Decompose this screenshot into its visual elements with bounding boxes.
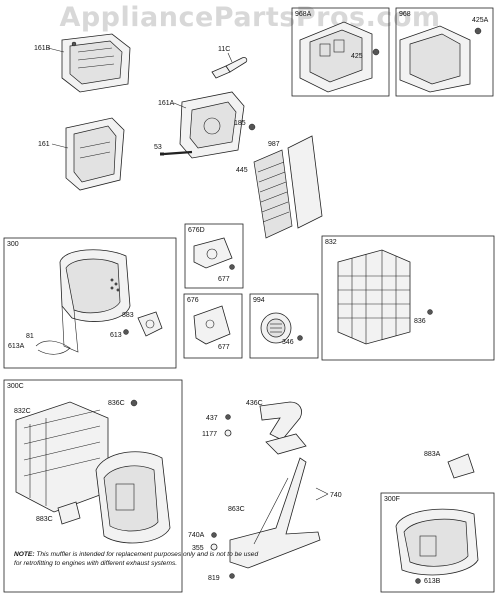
box-300F (380, 492, 495, 593)
part-436C-gasket (265, 433, 307, 455)
label-161A: 161A (158, 100, 175, 107)
part-676D-drawing (193, 237, 233, 269)
box-300C (3, 379, 183, 593)
part-883C-gasket (57, 501, 81, 525)
part-968-drawing (399, 25, 471, 93)
part-436C-drawing (259, 401, 302, 441)
label-883A: 883A (424, 451, 441, 458)
part-863C-drawing (229, 457, 321, 569)
label-740A: 740A (188, 532, 205, 539)
box-label-300F: 300F (384, 496, 400, 503)
part-987-drawing (287, 135, 323, 229)
screw-425 (372, 48, 380, 56)
label-425A: 425A (472, 17, 489, 24)
part-968A-drawing (299, 21, 373, 93)
label-185: 185 (234, 120, 246, 127)
label-81: 81 (26, 333, 34, 340)
part-883A-drawing (447, 453, 475, 479)
label-161B: 161B (34, 45, 51, 52)
box-968A (291, 7, 390, 97)
box-994 (249, 293, 319, 359)
label-161: 161 (38, 141, 50, 148)
label-836: 836 (414, 318, 426, 325)
part-300-drawing (59, 249, 131, 353)
label-832C: 832C (14, 408, 31, 415)
label-819: 819 (208, 575, 220, 582)
box-676D (184, 223, 244, 289)
label-613A: 613A (8, 343, 25, 350)
label-740: 740 (330, 492, 342, 499)
box-label-968A: 968A (295, 11, 312, 18)
label-613B: 613B (424, 578, 441, 585)
part-613A-drawing (35, 340, 71, 355)
box-label-676D: 676D (188, 227, 205, 234)
note-lead: NOTE: (14, 551, 35, 558)
part-676-drawing (193, 305, 231, 345)
part-161B-drawing (61, 33, 131, 93)
label-445: 445 (236, 167, 248, 174)
part-161A-drawing (179, 91, 245, 159)
box-300 (3, 237, 177, 369)
screw-185 (248, 123, 256, 131)
screw-425A (474, 27, 482, 35)
label-836C: 836C (108, 400, 125, 407)
part-445-drawing (253, 149, 293, 239)
part-832-drawing (337, 249, 411, 345)
label-437: 437 (206, 415, 218, 422)
note-text: This muffler is intended for replacement… (14, 551, 259, 567)
box-label-832: 832 (325, 239, 337, 246)
box-label-676: 676 (187, 297, 199, 304)
part-300C-muffler (95, 451, 171, 544)
box-label-300: 300 (7, 241, 19, 248)
box-968 (395, 7, 494, 97)
replacement-note: NOTE: This muffler is intended for repla… (14, 551, 264, 568)
label-11C: 11C (218, 46, 230, 53)
label-1177: 1177 (202, 431, 217, 438)
part-53-drawing (160, 150, 193, 156)
part-832C-drawing (15, 401, 109, 513)
part-883-gasket (137, 311, 163, 337)
label-53: 53 (154, 144, 162, 151)
part-11C-drawing (211, 57, 248, 79)
label-863C: 863C (228, 506, 245, 513)
label-425: 425 (351, 53, 363, 60)
box-label-994: 994 (253, 297, 265, 304)
box-label-968: 968 (399, 11, 411, 18)
label-987: 987 (268, 141, 280, 148)
label-677-a: 677 (218, 276, 230, 283)
part-300F-drawing (395, 508, 479, 576)
part-161-drawing (65, 117, 125, 191)
watermark-text: AppliancePartsPros.com (59, 2, 441, 33)
box-832 (321, 235, 495, 361)
part-994-drawing (260, 312, 292, 344)
label-346: 346 (282, 339, 294, 346)
label-883C: 883C (36, 516, 53, 523)
label-883: 883 (122, 312, 134, 319)
label-677-b: 677 (218, 344, 230, 351)
label-613: 613 (110, 332, 122, 339)
label-436C: 436C (246, 400, 263, 407)
box-676 (183, 293, 243, 359)
box-label-300C: 300C (7, 383, 24, 390)
label-355: 355 (192, 545, 204, 552)
